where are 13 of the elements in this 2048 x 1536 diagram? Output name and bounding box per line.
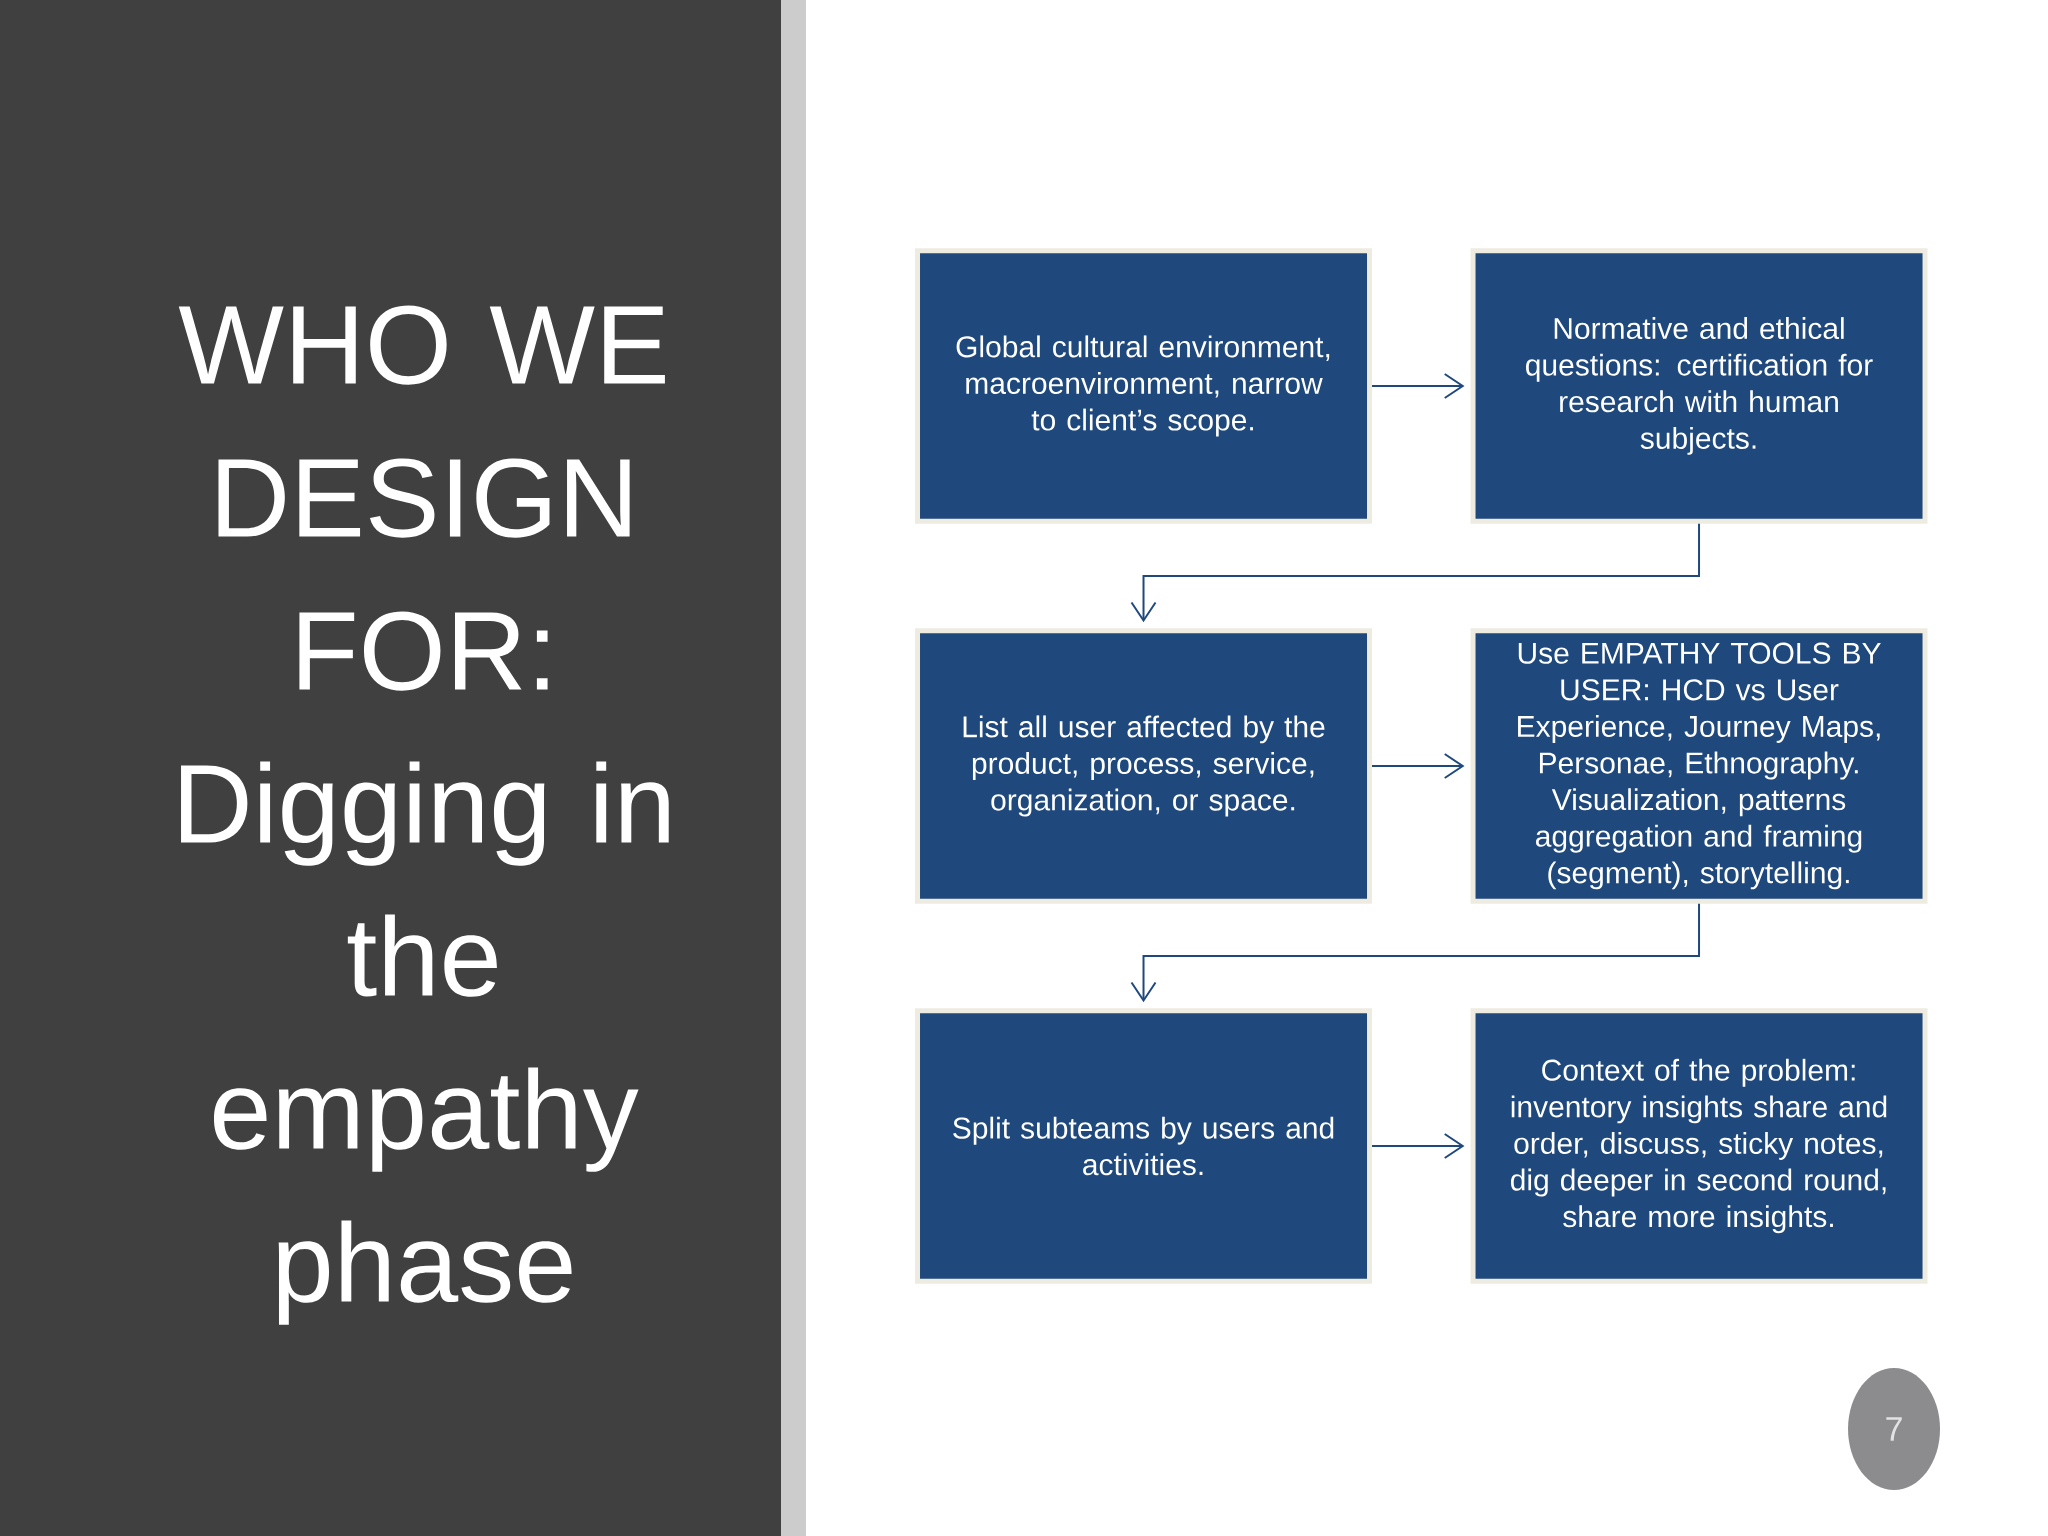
arrow	[1130, 522, 1700, 623]
process-box: Use EMPATHY TOOLS BY USER: HCD vs User Experience, Journey Maps, Personae, Ethnography. Visualization, patterns aggregation and framing (segment), storytelling.	[1470, 628, 1928, 904]
arrow	[1130, 902, 1700, 1003]
title: WHO WE DESIGN FOR: Digging in the empathy phase	[178, 305, 669, 1325]
process-box: Normative and ethical questions: certification for research with human subjects.	[1470, 248, 1928, 524]
arrow	[1371, 1133, 1465, 1159]
process-box: Split subteams by users and activities.	[915, 1008, 1372, 1284]
page-number: 7	[1848, 1368, 1941, 1490]
arrow	[1371, 373, 1465, 399]
process-box: Context of the problem: inventory insights share and order, discuss, sticky notes, dig deeper in second round, share more insights.	[1470, 1008, 1928, 1284]
process-box: Global cultural environment, macroenvironment, narrow to client’s scope.	[915, 248, 1372, 524]
arrow	[1371, 753, 1465, 779]
process-box: List all user affected by the product, process, service, organization, or space.	[915, 628, 1372, 904]
